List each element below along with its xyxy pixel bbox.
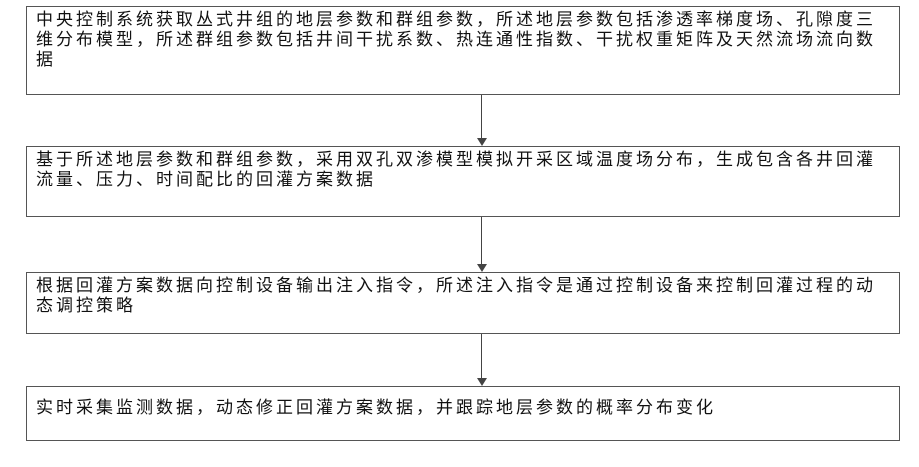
arrow-shaft bbox=[481, 217, 482, 265]
step-3-text: 根据回灌方案数据向控制设备输出注入指令，所述注入指令是通过控制设备来控制回灌过程… bbox=[36, 276, 876, 316]
step-2-box: 基于所述地层参数和群组参数，采用双孔双渗模型模拟开采区域温度场分布，生成包含各井… bbox=[26, 146, 900, 217]
step-1-box: 中央控制系统获取丛式井组的地层参数和群组参数，所述地层参数包括渗透率梯度场、孔隙… bbox=[26, 6, 900, 95]
step-4-text: 实时采集监测数据，动态修正回灌方案数据，并跟踪地层参数的概率分布变化 bbox=[36, 398, 716, 418]
arrow-head-icon bbox=[477, 138, 487, 146]
arrow-head-icon bbox=[477, 378, 487, 386]
step-1-text: 中央控制系统获取丛式井组的地层参数和群组参数，所述地层参数包括渗透率梯度场、孔隙… bbox=[36, 10, 876, 70]
arrow-step-1-to-2 bbox=[474, 95, 490, 146]
arrow-shaft bbox=[481, 95, 482, 139]
arrow-step-3-to-4 bbox=[474, 334, 490, 386]
step-2-text: 基于所述地层参数和群组参数，采用双孔双渗模型模拟开采区域温度场分布，生成包含各井… bbox=[36, 150, 876, 190]
step-4-box: 实时采集监测数据，动态修正回灌方案数据，并跟踪地层参数的概率分布变化 bbox=[26, 386, 900, 441]
arrow-shaft bbox=[481, 334, 482, 379]
arrow-head-icon bbox=[477, 264, 487, 272]
step-3-box: 根据回灌方案数据向控制设备输出注入指令，所述注入指令是通过控制设备来控制回灌过程… bbox=[26, 272, 900, 334]
arrow-step-2-to-3 bbox=[474, 217, 490, 272]
